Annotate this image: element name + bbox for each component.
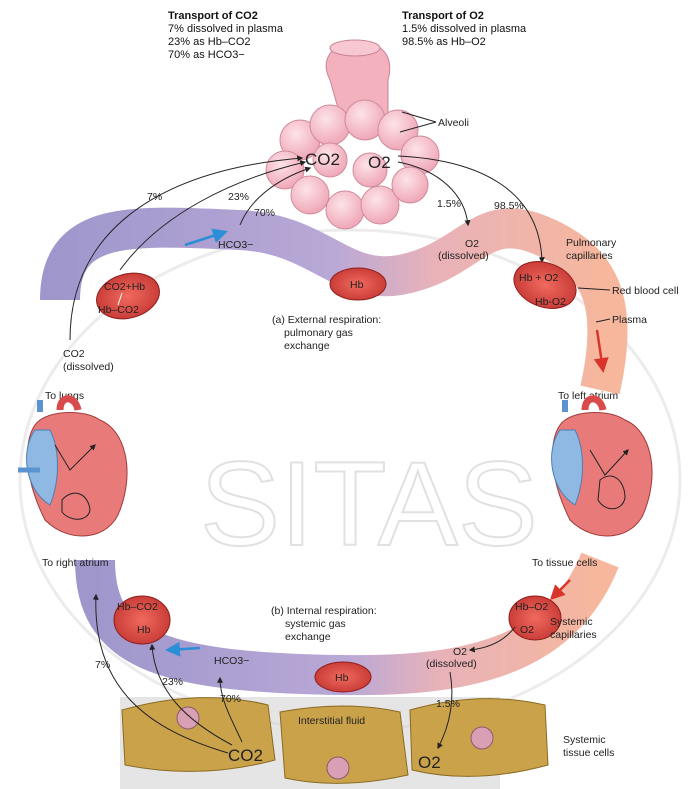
bottom-left-rbc-label-1: Hb–CO2 [117,601,158,613]
bottom-hb-label: Hb [335,672,349,684]
to-tissue-cells-label: To tissue cells [532,557,597,569]
systemic-cap-label-1: Systemic [550,616,593,628]
bottom-right-rbc-label-1: Hb–O2 [515,601,548,613]
top-hco3-label: HCO3− [218,239,253,251]
top-o2-dissolved-label-2: (dissolved) [438,250,489,262]
bottom-1-5-percent: 1.5% [436,698,460,710]
left-heart-illustration [18,399,127,536]
systemic-tissue-cells [120,697,548,789]
bottom-hco3-label: HCO3− [214,655,249,667]
bottom-o2-dissolved-label-2: (dissolved) [426,658,477,670]
bottom-left-rbc-label-2: Hb [137,624,151,636]
alveolar-co2-label: CO2 [305,150,340,169]
alveoli-label: Alveoli [438,117,469,129]
systemic-cap-label-2: capillaries [550,629,597,641]
internal-resp-line-3: exchange [285,631,331,643]
interstitial-fluid-label: Interstitial fluid [298,715,365,727]
external-resp-line-3: exchange [284,340,330,352]
top-98-5-percent: 98.5% [494,200,524,212]
bottom-70-percent: 70% [220,693,241,705]
systemic-tissue-label-1: Systemic [563,734,606,746]
pulm-cap-label-2: capillaries [566,250,613,262]
to-right-atrium-label: To right atrium [42,557,109,569]
tissue-co2-label: CO2 [228,746,263,765]
pulm-cap-label-1: Pulmonary [566,237,617,249]
watermark-text: SITAS [200,437,538,571]
rbc-callout-label: Red blood cell [612,285,679,297]
external-resp-line-1: (a) External respiration: [272,314,381,326]
top-7-percent: 7% [147,191,162,203]
plasma-label: Plasma [612,314,647,326]
external-resp-line-2: pulmonary gas [284,327,353,339]
internal-resp-line-1: (b) Internal respiration: [271,605,377,617]
right-heart-illustration [552,399,652,536]
top-1-5-percent: 1.5% [437,198,461,210]
top-left-rbc-label-2: Hb–CO2 [98,304,139,316]
alveolar-o2-label: O2 [368,153,391,172]
top-23-percent: 23% [228,191,249,203]
systemic-tissue-label-2: tissue cells [563,747,614,759]
bottom-o2-dissolved-label: O2 [453,646,467,658]
bottom-7-percent: 7% [95,659,110,671]
top-right-rbc-label-1: Hb + O2 [519,272,559,284]
top-left-rbc-label-1: CO2+Hb [104,281,145,293]
bottom-right-rbc-label-2: O2 [520,624,534,636]
alveoli-cluster [266,40,439,229]
top-right-rbc-label-2: Hb-O2 [535,296,566,308]
co2-dissolved-label: CO2 [63,348,85,360]
bottom-23-percent: 23% [162,676,183,688]
co2-dissolved-label-2: (dissolved) [63,361,114,373]
top-hb-label: Hb [350,279,364,291]
internal-resp-line-2: systemic gas [285,618,346,630]
tissue-o2-label: O2 [418,753,441,772]
top-o2-dissolved-label: O2 [465,238,479,250]
top-70-percent: 70% [254,207,275,219]
